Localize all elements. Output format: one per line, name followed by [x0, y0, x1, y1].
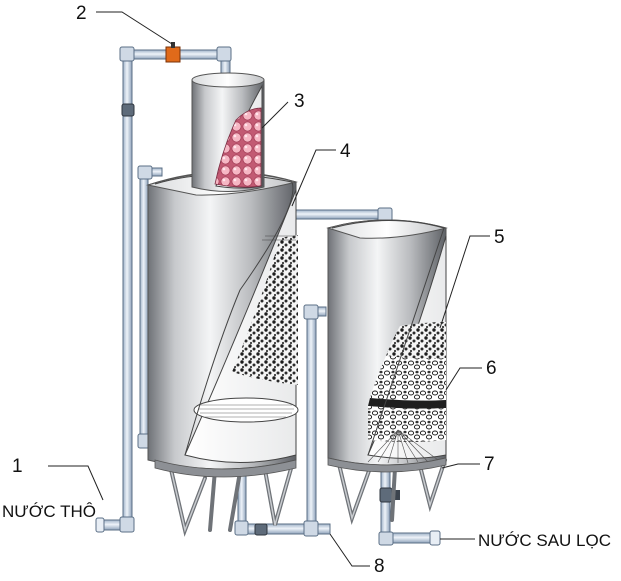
filtered-water-label: NƯỚC SAU LỌC	[478, 531, 611, 550]
elbow-fitting-icon	[95, 46, 441, 546]
callout-7: 7	[484, 454, 495, 475]
right-tank-legs	[336, 458, 447, 525]
left-filter-tank	[146, 171, 299, 537]
aeration-column	[191, 72, 265, 192]
callout-3: 3	[294, 91, 305, 112]
callout-leaders	[48, 11, 490, 567]
distributor-spray	[367, 429, 439, 464]
water-surface-lines	[262, 235, 296, 241]
callout-2: 2	[76, 3, 87, 24]
left-tank-legs	[168, 463, 294, 537]
callout-numbers: 1 2 3 4 5 6 7 8	[12, 3, 505, 577]
callout-1: 1	[12, 456, 23, 477]
callout-6: 6	[486, 358, 497, 379]
raw-water-label: NƯỚC THÔ	[2, 502, 96, 521]
callout-8: 8	[374, 556, 385, 577]
callout-5: 5	[494, 227, 505, 248]
callout-4: 4	[340, 141, 351, 162]
right-filter-tank	[326, 219, 448, 525]
